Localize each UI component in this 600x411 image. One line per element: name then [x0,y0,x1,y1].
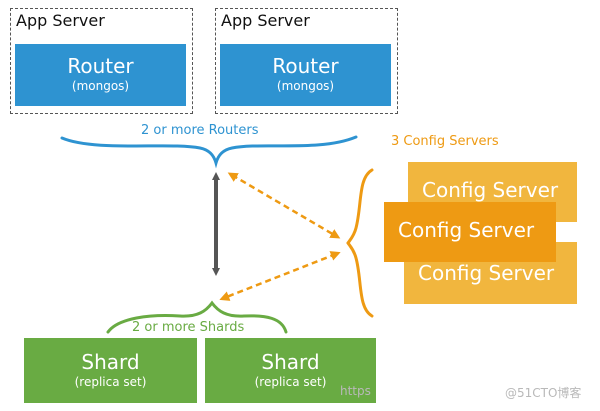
watermark-right: @51CTO博客 [505,386,582,400]
watermark-left: https [340,384,371,398]
shards-note: 2 or more Shards [132,320,245,335]
config-note: 3 Config Servers [391,134,499,149]
app-server-1: App Server Router (mongos) [10,8,193,114]
config-shard-arrow [219,251,341,301]
router-subtitle: (mongos) [276,79,335,93]
router-subtitle: (mongos) [71,79,130,93]
shards-brace [106,300,288,334]
routers-note: 2 or more Routers [141,123,259,138]
config-router-arrow [227,172,341,239]
shard-subtitle: (replica set) [74,375,147,389]
app-server-2: App Server Router (mongos) [215,8,398,114]
app-server-label: App Server [221,11,310,30]
router-node-1: Router (mongos) [15,44,186,106]
config-server-label: Config Server [422,178,559,202]
shard-node-1: Shard (replica set) [24,338,197,403]
shard-title: Shard [261,350,320,374]
routers-brace [60,135,358,169]
app-server-label: App Server [16,11,105,30]
shard-subtitle: (replica set) [254,375,327,389]
shard-node-2: Shard (replica set) [205,338,376,403]
router-title: Router [272,54,339,78]
shard-title: Shard [81,350,140,374]
config-brace [346,168,374,318]
config-server-2: Config Server [384,202,556,262]
config-server-label: Config Server [418,261,555,285]
router-node-2: Router (mongos) [220,44,391,106]
config-server-label: Config Server [398,218,535,242]
router-title: Router [67,54,134,78]
